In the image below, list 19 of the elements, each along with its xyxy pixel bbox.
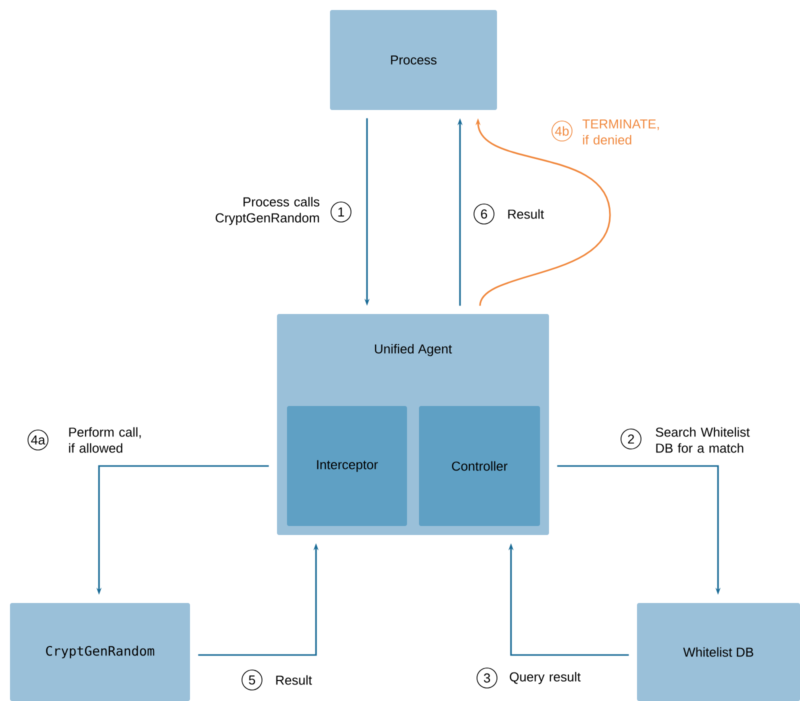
step-number: 1 — [330, 202, 352, 222]
edge-label: Query result — [510, 672, 581, 684]
step-number: 4b — [552, 120, 572, 142]
module-box: Controller — [419, 406, 540, 526]
edge-label: Search Whitelist DB for a match — [656, 427, 750, 453]
step-number: 3 — [476, 668, 498, 688]
step-number: 2 — [620, 428, 642, 450]
edge-label: TERMINATE, if denied — [582, 119, 659, 145]
edge-label: Perform call, if allowed — [69, 427, 141, 453]
step-number: 4a — [28, 430, 48, 450]
database-box: Whitelist DB — [637, 603, 800, 701]
step-number: 5 — [242, 670, 262, 690]
step-number: 6 — [474, 204, 494, 224]
process-box: Process — [330, 10, 497, 110]
function-box: CryptGenRandom — [10, 603, 190, 701]
edge-label: Process calls CryptGenRandom — [216, 196, 320, 226]
edge-label: Result — [276, 675, 312, 685]
edge-label: Result — [508, 209, 544, 219]
module-box: Interceptor — [287, 406, 407, 526]
